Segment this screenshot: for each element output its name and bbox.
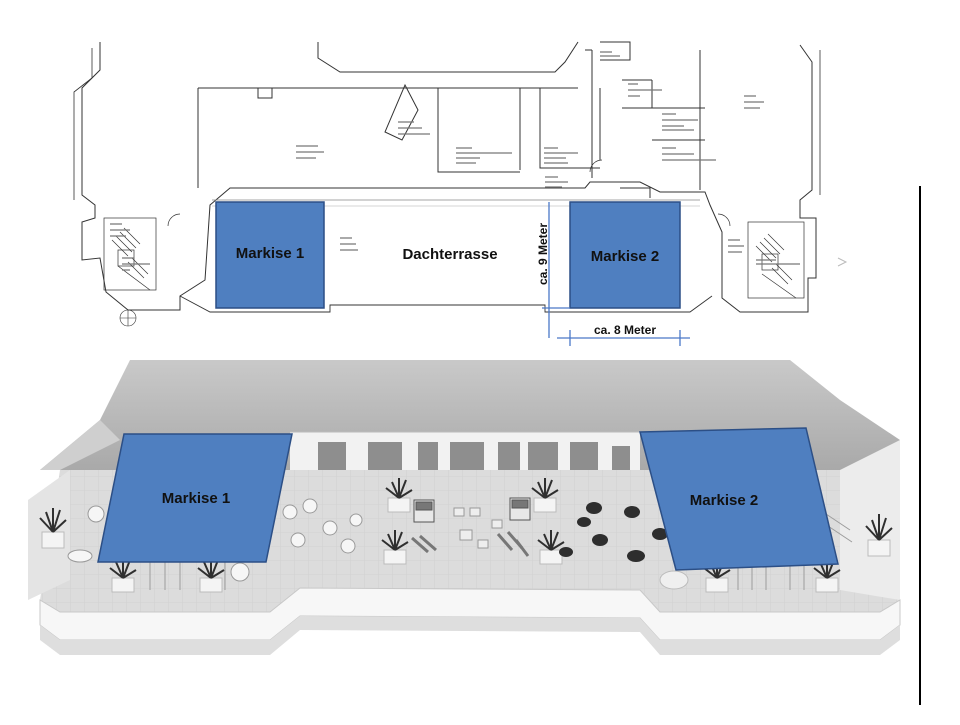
- room-annotations: [110, 51, 800, 271]
- interior-walls: [197, 87, 601, 188]
- floorplan-awning-1-label: Markise 1: [236, 245, 304, 262]
- render-awning-1: [97, 433, 293, 563]
- width-dimension-line: [557, 330, 690, 346]
- shaft: [257, 87, 273, 99]
- beach-chairs: [413, 497, 531, 523]
- terrace-label: Dachterrasse: [402, 246, 497, 263]
- door-swing: [589, 159, 603, 173]
- render-awning-2: [639, 427, 839, 571]
- width-dimension-label: ca. 8 Meter: [594, 323, 656, 337]
- lounge-chairs-west: [67, 498, 363, 582]
- door-swing-east: [717, 213, 731, 227]
- building-outline: [81, 42, 817, 313]
- north-east-rooms: [585, 41, 631, 61]
- stairwell-west: [103, 217, 157, 291]
- height-dimension-label: ca. 9 Meter: [536, 223, 550, 285]
- floorplan-awning-2-label: Markise 2: [591, 248, 659, 265]
- door-swing-west: [167, 213, 181, 227]
- loungers: [411, 531, 530, 557]
- parapet-shadow: [40, 616, 900, 655]
- render-awning-1-label: Markise 1: [162, 490, 230, 507]
- east-side-wall: [840, 440, 900, 600]
- right-arrow: [837, 257, 848, 267]
- floorplan-awning-1: [215, 201, 325, 309]
- east-walls: [591, 50, 705, 198]
- east-lounge-chair: [659, 570, 689, 590]
- floorplan-awning-2: [569, 201, 681, 309]
- terrace-parapet: [179, 295, 713, 313]
- height-dimension-line: [542, 202, 570, 338]
- cube-seats: [453, 507, 503, 549]
- floor-plan: [73, 41, 848, 327]
- render-awning-2-label: Markise 2: [690, 492, 758, 509]
- angled-room: [384, 83, 419, 141]
- bean-bags: [559, 502, 668, 562]
- north-wall: [317, 41, 579, 73]
- outer-wall-left: [73, 48, 93, 200]
- stairwell-east: [747, 221, 805, 299]
- planters: [39, 478, 893, 593]
